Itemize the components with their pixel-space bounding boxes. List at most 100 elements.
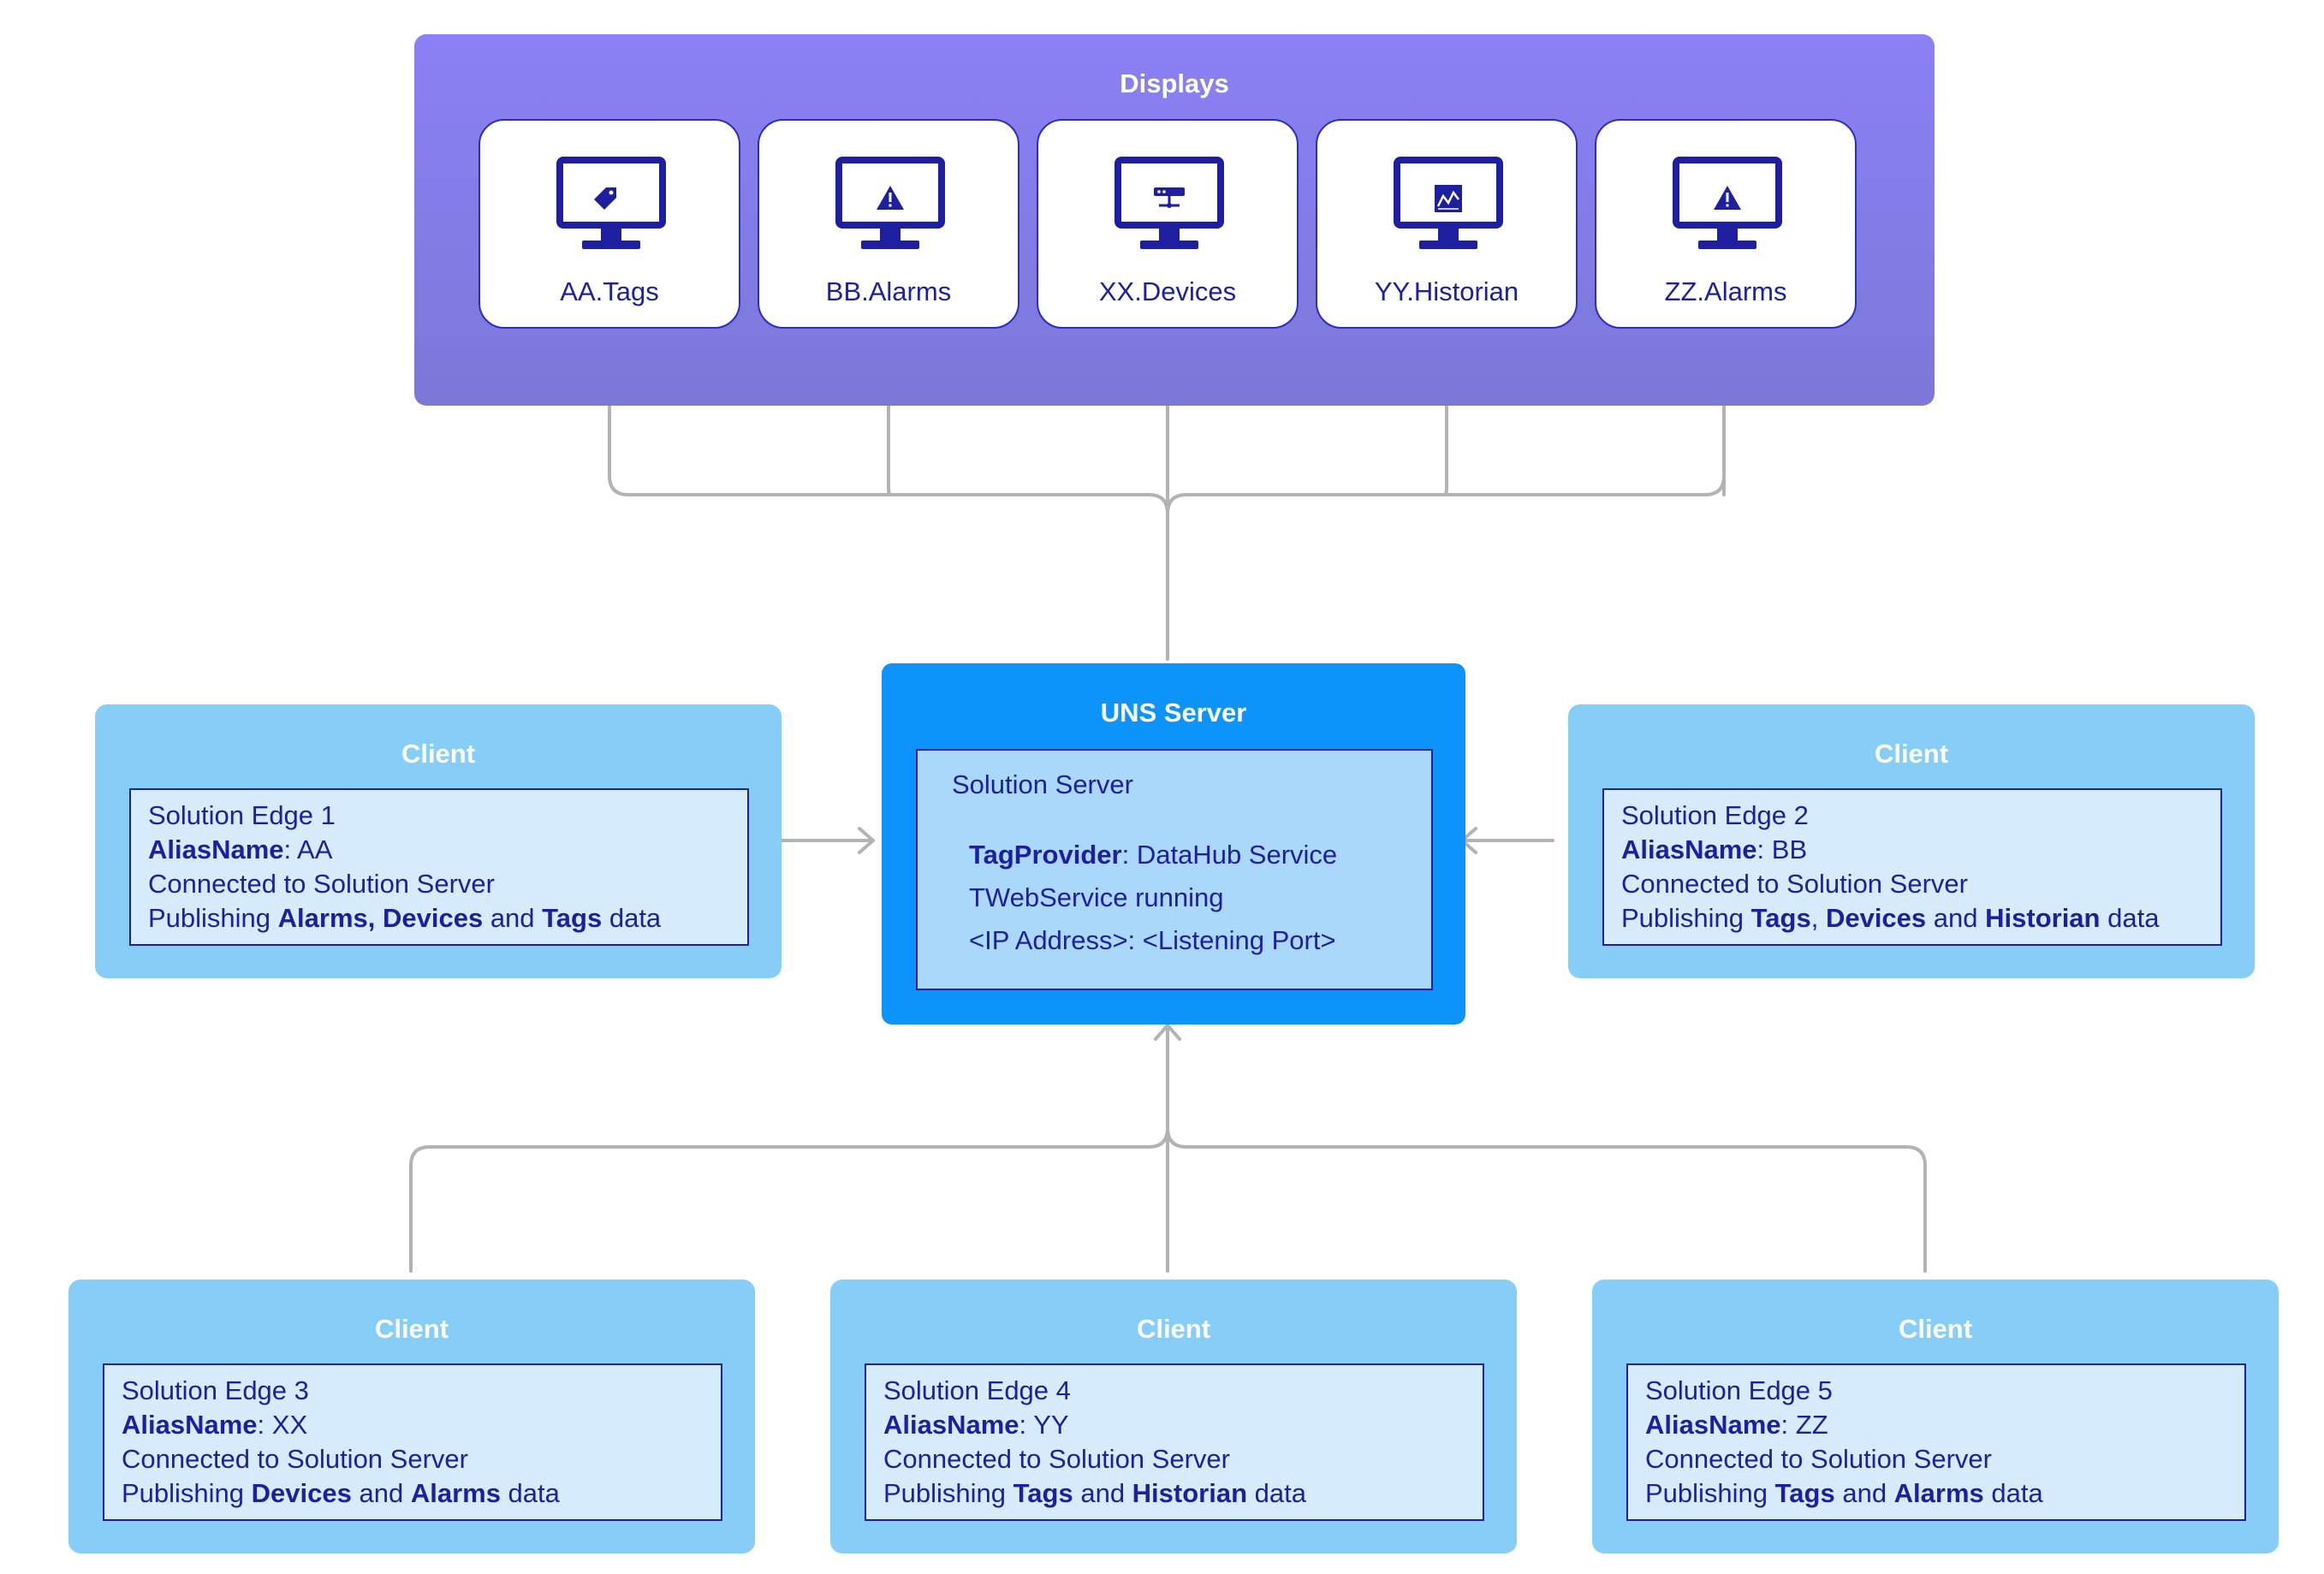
publish-segment: data	[2100, 903, 2160, 933]
displays-title: Displays	[1120, 68, 1229, 98]
alias-key: AliasName	[1645, 1410, 1781, 1440]
publish-segment: Publishing	[1645, 1478, 1775, 1508]
alias-value: AA	[297, 835, 333, 864]
publishing-line: Publishing Tags, Devices and Historian d…	[1621, 901, 2220, 935]
solution-edge-name: Solution Edge 5	[1645, 1375, 1833, 1405]
publish-segment: Publishing	[1621, 903, 1751, 933]
alias-sep: :	[257, 1410, 272, 1440]
publish-segment: ,	[1810, 903, 1826, 933]
alias-sep: :	[1019, 1410, 1034, 1440]
alias-key: AliasName	[122, 1410, 258, 1440]
trend-chart-icon	[1394, 157, 1503, 249]
solution-server-label: Solution Server	[952, 769, 1133, 799]
publish-segment: Devices	[1825, 903, 1927, 933]
publish-segment: and	[1834, 1478, 1894, 1508]
alias-value: XX	[271, 1410, 308, 1440]
publish-segment: Historian	[1132, 1478, 1248, 1508]
alias-value: BB	[1771, 835, 1808, 864]
publish-segment: Tags	[1013, 1478, 1073, 1508]
publish-segment: data	[602, 903, 662, 933]
arrowhead-client1	[858, 827, 875, 854]
alias-key: AliasName	[883, 1410, 1019, 1440]
network-device-icon	[1114, 157, 1224, 249]
client-title: Client	[1136, 1314, 1211, 1344]
alias-value: YY	[1033, 1410, 1069, 1440]
publish-segment: Publishing	[883, 1478, 1013, 1508]
display-card-3[interactable]: XX.Devices	[1037, 119, 1299, 329]
uns-server-title: UNS Server	[1100, 698, 1247, 728]
tagprovider-sep: :	[1121, 840, 1137, 870]
publish-segment: and	[483, 903, 543, 933]
connector-client3	[409, 1126, 1169, 1273]
client-title: Client	[1874, 739, 1949, 769]
alias-line: AliasName: BB	[1621, 833, 2220, 867]
alias-sep: :	[1780, 1410, 1796, 1440]
connection-status: Connected to Solution Server	[1645, 1444, 1992, 1474]
publish-segment: Tags	[1774, 1478, 1835, 1508]
publish-segment: Historian	[1985, 903, 2101, 933]
publish-segment: data	[1247, 1478, 1306, 1508]
display-card-label: YY.Historian	[1374, 276, 1519, 306]
alarm-warning-icon	[1673, 157, 1782, 249]
alias-line: AliasName: AA	[148, 833, 747, 867]
client-title: Client	[1898, 1314, 1973, 1344]
publish-segment: data	[1983, 1478, 2043, 1508]
solution-server-box: Solution Server TagProvider: DataHub Ser…	[916, 749, 1433, 990]
client-title: Client	[401, 739, 476, 769]
publishing-line: Publishing Alarms, Devices and Tags data	[148, 901, 747, 935]
publishing-line: Publishing Tags and Historian data	[883, 1476, 1483, 1511]
display-card-4[interactable]: YY.Historian	[1316, 119, 1578, 329]
alarm-warning-icon	[835, 157, 945, 249]
solution-edge-name: Solution Edge 2	[1621, 800, 1809, 830]
connector-branch-bb	[887, 336, 892, 496]
publish-segment: Alarms	[1893, 1478, 1984, 1508]
publish-segment: Alarms	[410, 1478, 501, 1508]
connection-status: Connected to Solution Server	[883, 1444, 1230, 1474]
publish-segment: Publishing	[148, 903, 278, 933]
tagprovider-value: DataHub Service	[1136, 840, 1338, 870]
connection-status: Connected to Solution Server	[1621, 869, 1968, 899]
client-title: Client	[374, 1314, 449, 1344]
connection-status: Connected to Solution Server	[148, 869, 495, 899]
alias-line: AliasName: XX	[122, 1408, 721, 1442]
arrowhead-bottom	[1154, 1024, 1181, 1041]
alias-sep: :	[283, 835, 298, 864]
alias-value: ZZ	[1795, 1410, 1828, 1440]
alias-key: AliasName	[148, 835, 284, 864]
solution-edge-name: Solution Edge 3	[122, 1375, 309, 1405]
publish-segment: and	[351, 1478, 411, 1508]
display-card-label: AA.Tags	[560, 276, 659, 306]
tagprovider-line: TagProvider: DataHub Service	[969, 840, 1337, 870]
display-card-2[interactable]: BB.Alarms	[758, 119, 1019, 329]
publish-segment: Publishing	[122, 1478, 252, 1508]
display-card-label: BB.Alarms	[825, 276, 952, 306]
tagprovider-key: TagProvider	[969, 840, 1122, 870]
tag-icon	[556, 157, 666, 249]
address-line: <IP Address>: <Listening Port>	[969, 925, 1336, 955]
connector-branch-yy	[1443, 336, 1448, 496]
publish-segment: data	[500, 1478, 560, 1508]
connection-status: Connected to Solution Server	[122, 1444, 468, 1474]
display-card-1[interactable]: AA.Tags	[478, 119, 740, 329]
publish-segment: Devices	[251, 1478, 352, 1508]
display-card-label: ZZ.Alarms	[1664, 276, 1787, 306]
alias-key: AliasName	[1621, 835, 1757, 864]
solution-edge-name: Solution Edge 1	[148, 800, 336, 830]
connector-trunk-left	[608, 336, 1169, 515]
alias-line: AliasName: ZZ	[1645, 1408, 2244, 1442]
publishing-line: Publishing Devices and Alarms data	[122, 1476, 721, 1511]
alias-line: AliasName: YY	[883, 1408, 1483, 1442]
alias-sep: :	[1756, 835, 1772, 864]
publish-segment: Tags	[1750, 903, 1811, 933]
publish-segment: and	[1926, 903, 1986, 933]
publish-segment: Alarms, Devices	[277, 903, 484, 933]
display-card-5[interactable]: ZZ.Alarms	[1595, 119, 1857, 329]
